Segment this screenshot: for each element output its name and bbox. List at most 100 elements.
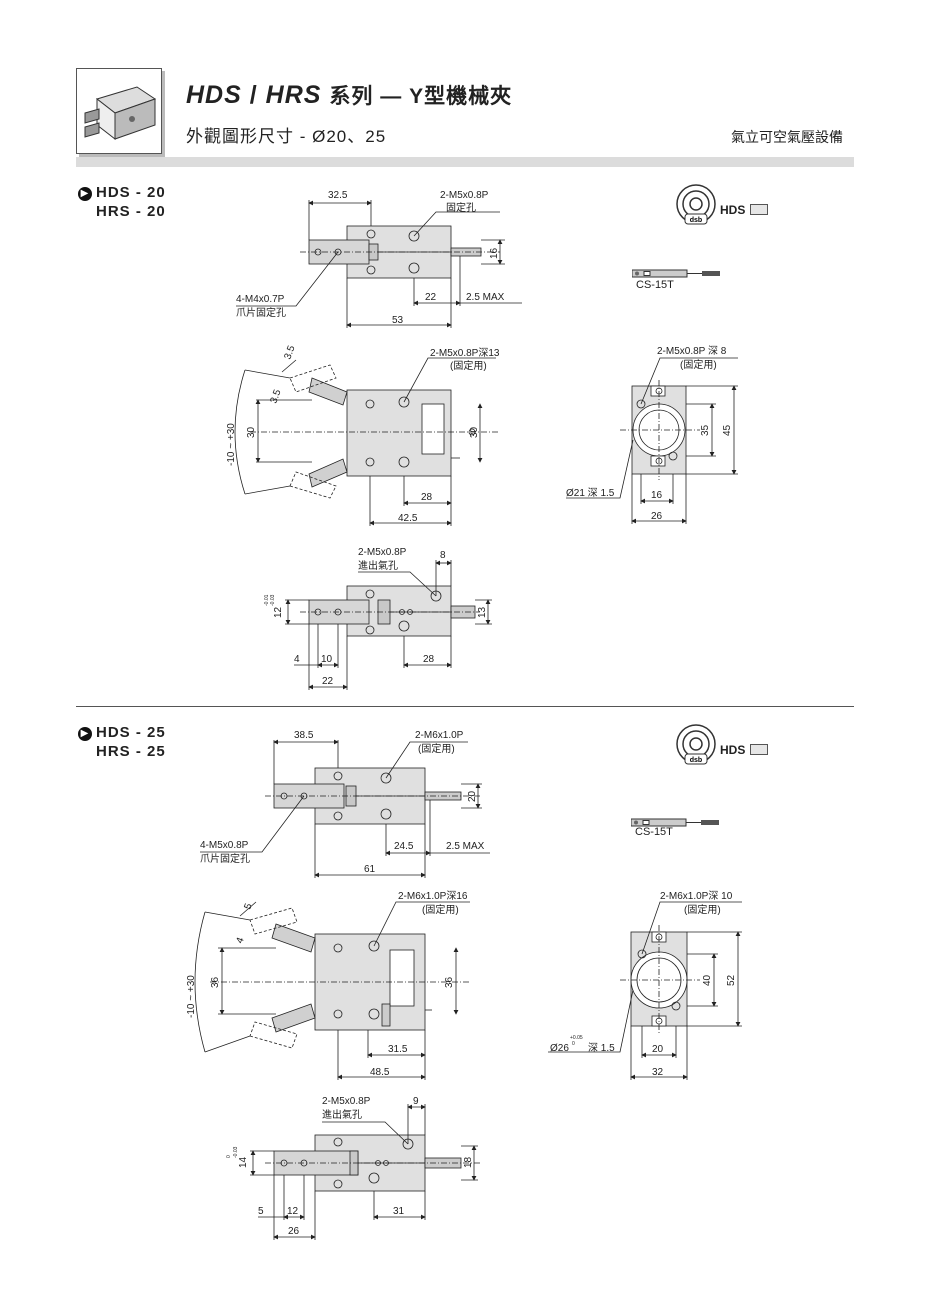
s25-side-tol-b: 0 [572, 1041, 575, 1047]
s20-bot-tol-a: -0.01 [264, 594, 270, 606]
sensor-20-label: CS-15T [636, 279, 674, 291]
s25-top-d1: 24.5 [394, 841, 414, 852]
sensor-25 [630, 815, 726, 833]
hds-tag-20: HDS [720, 203, 769, 217]
s20-top-hole: 2-M5x0.8P [440, 190, 489, 201]
section-20-line2: HRS - 20 [96, 203, 166, 220]
s25-bot-port: 2-M5x0.8P [322, 1096, 371, 1107]
title-model-b: HRS [265, 81, 322, 109]
s20-bot-w1: 4 [294, 654, 300, 665]
s25-top-height: 20 [467, 790, 478, 802]
hds20-bottom-view [285, 560, 492, 690]
dsb-logo-icon: dsb [676, 724, 716, 765]
hds-badge-25: dsb [676, 724, 720, 773]
s20-bot-w3: 28 [423, 654, 435, 665]
s25-mid-a2: 4 [234, 936, 246, 945]
s20-side-dia: Ø21 深 1.5 [566, 487, 615, 499]
s20-side-hole: 2-M5x0.8P 深 8 [657, 345, 727, 357]
s25-side-dia: Ø26 [550, 1043, 569, 1054]
s20-side-hole-sub: (固定用) [680, 358, 717, 371]
hds-swatch [750, 204, 769, 215]
s25-bot-tol-a: 0 [226, 1155, 232, 1158]
s20-mid-hole: 2-M5x0.8P深13 [430, 347, 500, 359]
section-20-line1: HDS - 20 [96, 184, 166, 201]
s20-bot-w2: 10 [321, 654, 333, 665]
s25-side-hole-sub: (固定用) [684, 903, 721, 916]
section-divider [76, 706, 854, 707]
header-bar [76, 157, 854, 167]
s20-top-left-dim: 32.5 [328, 190, 348, 201]
svg-text:dsb: dsb [690, 757, 702, 764]
s25-bot-h-right: 18 [463, 1156, 474, 1168]
hds25-side-view [548, 901, 742, 1080]
s25-side-w1: 20 [652, 1044, 664, 1055]
sensor-icon [631, 269, 720, 278]
s25-bot-w4: 26 [288, 1226, 300, 1237]
dsb-logo-icon: dsb [676, 184, 716, 225]
company-note: 氣立可空氣壓設備 [731, 129, 843, 145]
hds25-bottom-view [250, 1104, 480, 1240]
hds25-top-view [200, 739, 490, 878]
product-thumbnail [76, 68, 162, 154]
s20-top-total: 53 [392, 315, 404, 326]
sensor-icon [630, 818, 719, 827]
section-25-line2: HRS - 25 [96, 743, 166, 760]
s20-mid-h-left: 30 [246, 426, 257, 438]
s20-bot-port-sub: 進出氣孔 [358, 559, 398, 572]
page-subtitle: 外觀圖形尺寸 - Ø20、25 [186, 127, 387, 146]
s20-top-d1: 22 [425, 292, 437, 303]
arrow-right-icon: ▶ [78, 187, 92, 201]
s25-side-h1: 40 [702, 974, 713, 986]
hds-tag-25: HDS [720, 743, 769, 757]
s25-mid-h-left: 36 [210, 976, 221, 988]
s25-mid-w1: 31.5 [388, 1044, 408, 1055]
s25-mid-a1: 5 [242, 902, 254, 911]
hds20-front-view [234, 357, 500, 526]
s25-side-w2: 32 [652, 1067, 664, 1078]
s20-bot-port: 2-M5x0.8P [358, 547, 407, 558]
s20-side-h1: 35 [700, 424, 711, 436]
s25-bot-w3: 31 [393, 1206, 405, 1217]
s20-mid-a2: 3.5 [268, 388, 283, 405]
s25-mid-hole: 2-M6x1.0P深16 [398, 890, 468, 902]
hds-badge-20: dsb [676, 184, 720, 233]
s20-bot-p: 8 [440, 550, 446, 561]
s25-side-dia-b: 深 1.5 [588, 1042, 615, 1054]
s20-mid-a1: 3.5 [282, 344, 297, 361]
s20-top-hole-sub: 固定孔 [446, 201, 476, 214]
hds-tag-text: HDS [720, 743, 746, 757]
page-title: HDS / HRS 系列 — Y型機械夾 [186, 80, 512, 110]
s25-top-left-dim: 38.5 [294, 730, 314, 741]
s20-top-claw-sub: 爪片固定孔 [236, 306, 286, 319]
s25-top-hole: 2-M6x1.0P [415, 730, 464, 741]
gripper-thumbnail-icon [84, 86, 157, 141]
s20-bot-w4: 22 [322, 676, 334, 687]
s25-top-claw: 4-M5x0.8P [200, 840, 249, 851]
s20-bot-h-left: 12 [273, 606, 284, 618]
s20-mid-angle: -10 ~ +30 [226, 423, 237, 466]
s25-bot-w2: 12 [287, 1206, 299, 1217]
s25-bot-p: 9 [413, 1096, 419, 1107]
s20-top-claw: 4-M4x0.7P [236, 294, 285, 305]
section-25-label: ▶ HDS - 25 HRS - 25 [78, 724, 166, 760]
s20-mid-w2: 42.5 [398, 513, 418, 524]
sensor-20 [631, 266, 727, 284]
hds25-front-view [194, 901, 470, 1080]
arrow-right-icon: ▶ [78, 727, 92, 741]
s25-bot-tol-b: -0.03 [233, 1146, 239, 1158]
title-model-a: HDS [186, 81, 242, 109]
s20-mid-hole-sub: (固定用) [450, 359, 487, 372]
s25-top-claw-sub: 爪片固定孔 [200, 852, 250, 865]
s20-bot-h-right: 13 [477, 606, 488, 618]
s20-side-h2: 45 [722, 424, 733, 436]
s20-top-height: 16 [489, 247, 500, 259]
title-series: 系列 — Y型機械夾 [329, 85, 513, 108]
section-25-line1: HDS - 25 [96, 724, 166, 741]
s20-bot-tol-b: -0.03 [270, 594, 276, 606]
hds-swatch [750, 744, 769, 755]
s25-side-tol-a: +0.05 [570, 1035, 583, 1041]
hds20-top-view [236, 200, 522, 328]
s25-mid-w2: 48.5 [370, 1067, 390, 1078]
s25-side-h2: 52 [726, 974, 737, 986]
